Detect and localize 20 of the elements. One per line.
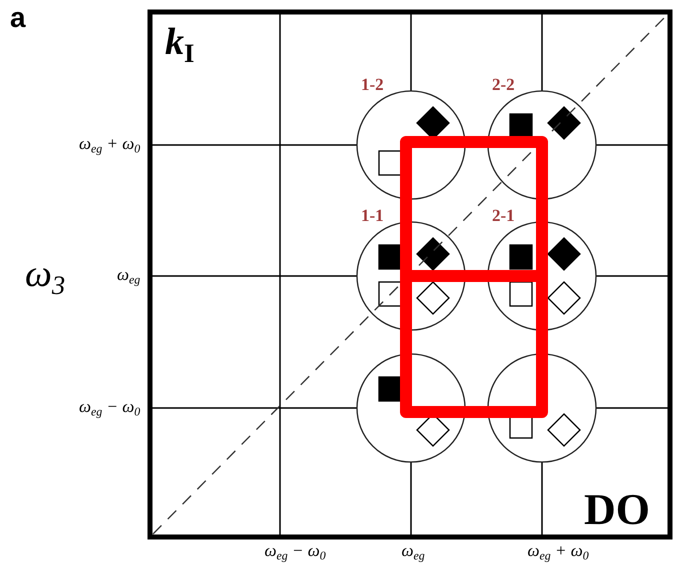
corner-label: k$_{I}$ (165, 20, 194, 69)
axis-tick-label: ω$_{eg}$ − ω$_{0}$ (264, 540, 326, 564)
circle-label: 2-1 (492, 206, 515, 226)
axis-tick-label: ω$_{eg}$ + ω$_{0}$ (79, 134, 140, 156)
circle-node (356, 221, 466, 331)
axis-tick-label: ω$_{eg}$ + ω$_{0}$ (528, 540, 589, 564)
axis-tick-label: ω$_{eg}$ (117, 264, 140, 288)
circle-label: 2-2 (492, 75, 515, 95)
circle-node (356, 90, 466, 200)
corner-label: DO (584, 484, 650, 535)
circle-label: 1-1 (361, 206, 384, 226)
circle-node (487, 221, 597, 331)
axis-tick-label: ω$_{eg}$ (402, 540, 425, 564)
circle-node (487, 353, 597, 463)
circle-label: 1-2 (361, 75, 384, 95)
panel-letter: a (10, 2, 26, 34)
circle-node (356, 353, 466, 463)
axis-tick-label: ω$_{eg}$ − ω$_{0}$ (79, 396, 140, 420)
circle-node (487, 90, 597, 200)
axis-title: ω$_{3}$ (25, 252, 66, 300)
